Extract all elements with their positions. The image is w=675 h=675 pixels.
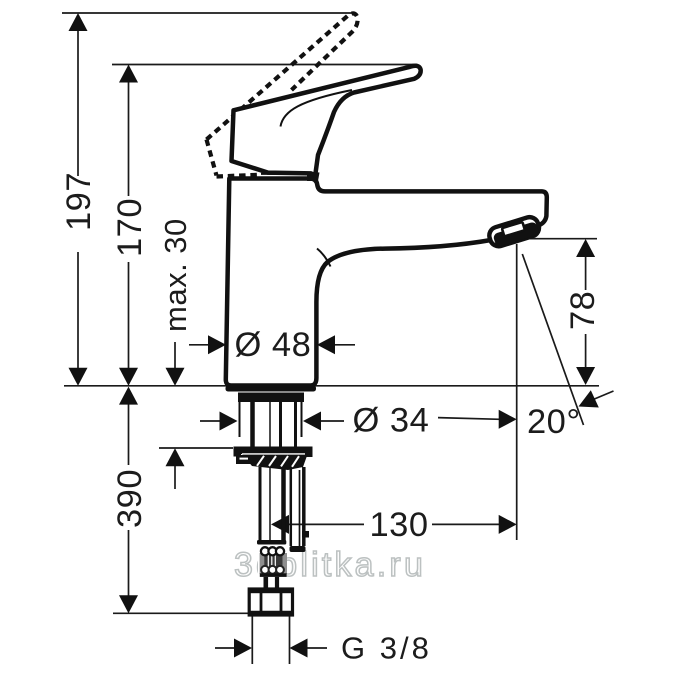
svg-text:20°: 20° [527,403,581,441]
svg-text:170: 170 [111,198,149,257]
svg-text:Ø 34: Ø 34 [353,402,430,440]
svg-text:78: 78 [564,291,602,330]
svg-text:Ø 48: Ø 48 [235,326,312,364]
svg-text:390: 390 [111,469,149,528]
svg-text:130: 130 [370,506,429,544]
svg-text:max. 30: max. 30 [158,218,193,332]
svg-text:G 3/8: G 3/8 [341,631,432,666]
svg-text:197: 197 [60,172,98,231]
